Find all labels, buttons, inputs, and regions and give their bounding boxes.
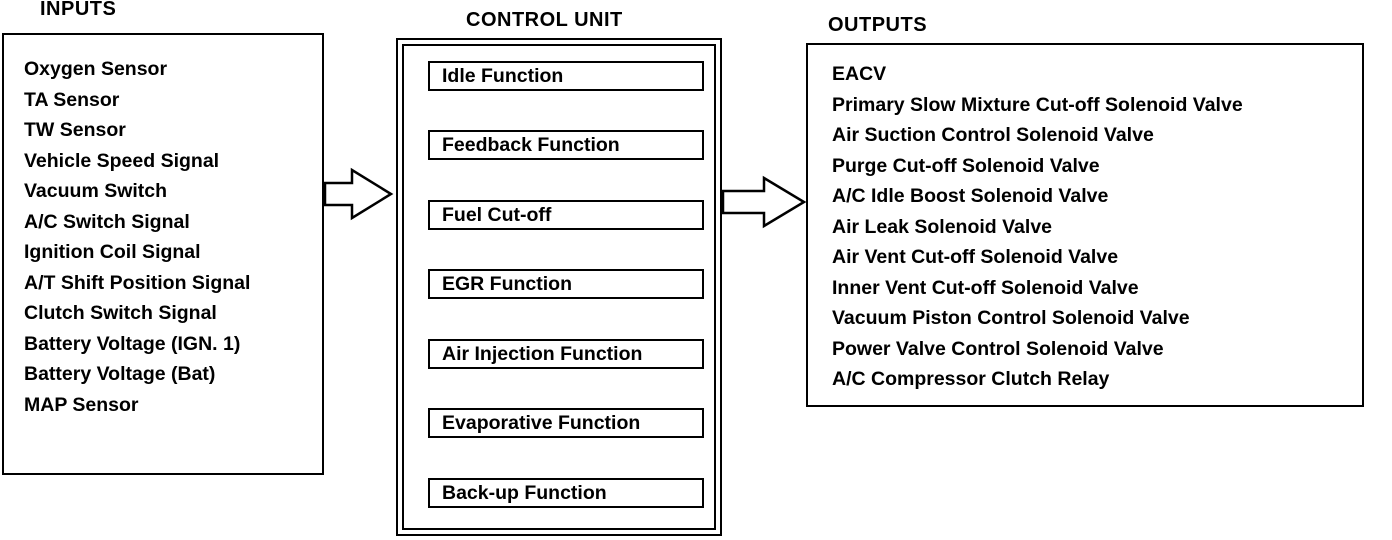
input-item: TW Sensor (24, 119, 126, 141)
function-box: Fuel Cut-off (428, 200, 704, 230)
output-item: Power Valve Control Solenoid Valve (832, 337, 1164, 360)
output-item: A/C Idle Boost Solenoid Valve (832, 185, 1109, 207)
outputs-panel: EACV Primary Slow Mixture Cut-off Soleno… (806, 43, 1364, 407)
input-item: Vehicle Speed Signal (24, 149, 220, 172)
input-item: Oxygen Sensor (24, 58, 168, 80)
inputs-to-control-arrow (323, 167, 394, 221)
control-unit-panel: Idle Function Feedback Function Fuel Cut… (396, 38, 722, 536)
function-box: Evaporative Function (428, 408, 704, 438)
input-item: Clutch Switch Signal (24, 302, 217, 324)
inputs-heading: INPUTS (40, 0, 117, 20)
input-item: Vacuum Switch (24, 180, 168, 202)
input-item: Battery Voltage (IGN. 1) (24, 332, 241, 355)
function-box: EGR Function (428, 269, 704, 299)
input-item: MAP Sensor (24, 393, 139, 416)
function-box: Air Injection Function (428, 339, 704, 369)
output-item: Air Leak Solenoid Valve (832, 215, 1053, 238)
inputs-list: Oxygen Sensor TA Sensor TW Sensor Vehicl… (24, 54, 250, 420)
outputs-list: EACV Primary Slow Mixture Cut-off Soleno… (832, 59, 1243, 395)
input-item: A/T Shift Position Signal (24, 271, 251, 294)
output-item: A/C Compressor Clutch Relay (832, 368, 1110, 390)
output-item: Vacuum Piston Control Solenoid Valve (832, 307, 1190, 329)
control-to-outputs-arrow (721, 175, 807, 229)
output-item: Air Vent Cut-off Solenoid Valve (832, 246, 1119, 268)
control-unit-inner-frame: Idle Function Feedback Function Fuel Cut… (402, 44, 716, 530)
output-item: Air Suction Control Solenoid Valve (832, 124, 1154, 146)
output-item: Purge Cut-off Solenoid Valve (832, 154, 1100, 177)
output-item: Inner Vent Cut-off Solenoid Valve (832, 276, 1139, 299)
output-item: Primary Slow Mixture Cut-off Solenoid Va… (832, 93, 1243, 116)
inputs-panel: Oxygen Sensor TA Sensor TW Sensor Vehicl… (2, 33, 324, 475)
outputs-heading: OUTPUTS (828, 14, 928, 36)
input-item: Ignition Coil Signal (24, 241, 201, 263)
function-box: Back-up Function (428, 478, 704, 508)
input-item: Battery Voltage (Bat) (24, 363, 216, 385)
function-box: Idle Function (428, 61, 704, 91)
input-item: A/C Switch Signal (24, 210, 190, 233)
input-item: TA Sensor (24, 88, 120, 111)
function-box: Feedback Function (428, 130, 704, 160)
control-unit-heading: CONTROL UNIT (466, 9, 623, 31)
output-item: EACV (832, 63, 887, 85)
